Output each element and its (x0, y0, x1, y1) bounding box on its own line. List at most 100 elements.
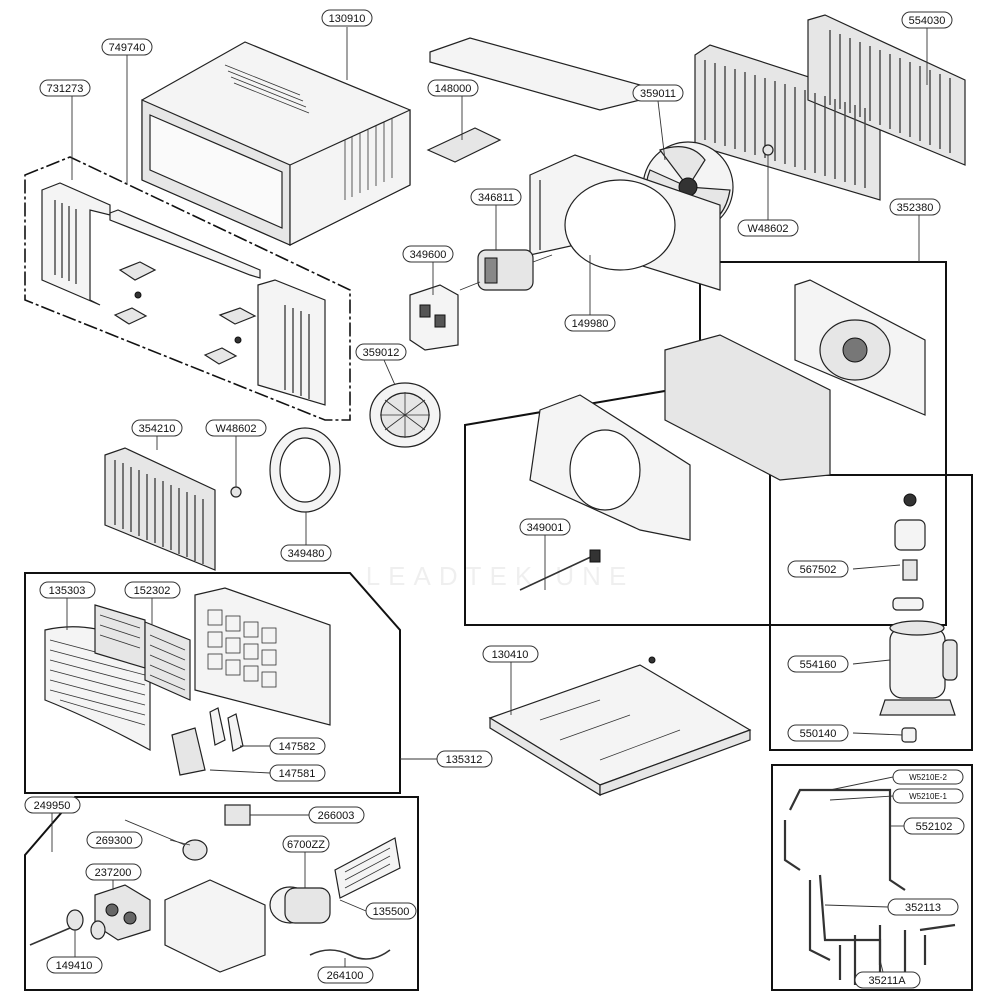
svg-text:6700ZZ: 6700ZZ (287, 839, 325, 851)
svg-text:237200: 237200 (95, 867, 132, 879)
svg-text:152302: 152302 (134, 585, 171, 597)
part-label-352380: 352380 (889, 198, 941, 216)
svg-text:130910: 130910 (329, 13, 366, 25)
svg-text:266003: 266003 (318, 810, 355, 822)
orifice-ring-part (269, 427, 341, 513)
part-label-w5210e-2: W5210E-2 (892, 769, 964, 785)
part-label-135500: 135500 (365, 902, 417, 920)
svg-text:148000: 148000 (435, 83, 472, 95)
motor-mount-part (409, 284, 459, 351)
blower-wheel-part (369, 382, 441, 448)
svg-text:149410: 149410 (56, 960, 93, 972)
svg-text:359012: 359012 (363, 347, 400, 359)
front-grille-group-box (24, 572, 401, 794)
svg-text:147581: 147581 (279, 768, 316, 780)
svg-text:349600: 349600 (410, 249, 447, 261)
part-label-749740: 749740 (101, 38, 153, 56)
control-box-part (29, 804, 401, 973)
louver-part (171, 707, 244, 776)
part-label-249950: 249950 (24, 796, 81, 814)
part-label-35211a: 35211A (854, 971, 921, 989)
motor-part (459, 249, 553, 291)
base-pan-part (488, 656, 752, 797)
part-label-w48602-a: W48602 (737, 219, 799, 237)
part-label-349480: 349480 (280, 544, 332, 562)
bracket-part (426, 37, 641, 163)
cabinet-part (141, 41, 411, 246)
svg-text:269300: 269300 (96, 835, 133, 847)
svg-text:W5210E-1: W5210E-1 (909, 792, 947, 801)
part-label-359011: 359011 (632, 84, 684, 102)
svg-text:35211A: 35211A (868, 975, 906, 987)
grille-frame-group-box (24, 156, 351, 421)
svg-text:567502: 567502 (800, 564, 837, 576)
part-label-349600: 349600 (402, 245, 454, 263)
evaporator-shroud-part (529, 279, 926, 541)
svg-text:352113: 352113 (905, 902, 941, 914)
part-label-148000: 148000 (427, 79, 479, 97)
part-label-731273: 731273 (39, 79, 91, 97)
svg-text:550140: 550140 (800, 728, 837, 740)
svg-text:554160: 554160 (800, 659, 837, 671)
part-label-147581: 147581 (269, 764, 326, 782)
svg-text:W48602: W48602 (216, 423, 257, 435)
part-label-130410: 130410 (482, 645, 539, 663)
svg-text:749740: 749740 (109, 42, 146, 54)
part-label-349001: 349001 (519, 518, 571, 536)
part-label-550140: 550140 (787, 724, 849, 742)
part-label-567502: 567502 (787, 560, 849, 578)
svg-text:135303: 135303 (49, 585, 86, 597)
leader-lines (51, 27, 928, 973)
air-filter-part (94, 604, 191, 701)
part-label-359012: 359012 (355, 343, 407, 361)
evaporator-coil-part (104, 447, 242, 571)
svg-text:354210: 354210 (139, 423, 176, 435)
svg-text:731273: 731273 (47, 83, 84, 95)
svg-text:W5210E-2: W5210E-2 (909, 773, 947, 782)
part-label-w5210e-1: W5210E-1 (892, 788, 964, 804)
svg-text:352380: 352380 (897, 202, 934, 214)
part-label-135303: 135303 (39, 581, 96, 599)
part-label-w48602-b: W48602 (205, 419, 267, 437)
svg-text:346811: 346811 (478, 192, 514, 204)
part-label-149980: 149980 (564, 314, 616, 332)
part-label-554030: 554030 (901, 11, 953, 29)
svg-text:552102: 552102 (916, 821, 953, 833)
part-label-6700zz: 6700ZZ (282, 835, 330, 853)
part-label-152302: 152302 (124, 581, 181, 599)
part-label-554160: 554160 (787, 655, 849, 673)
svg-text:359011: 359011 (640, 88, 676, 100)
svg-text:130410: 130410 (492, 649, 529, 661)
svg-text:264100: 264100 (327, 970, 364, 982)
part-label-354210: 354210 (131, 419, 183, 437)
part-label-346811: 346811 (470, 188, 522, 206)
shroud-part (529, 154, 721, 291)
tubing-part (783, 788, 956, 985)
part-label-352113: 352113 (887, 898, 959, 916)
svg-text:249950: 249950 (34, 800, 71, 812)
side-curtain-frame-part (41, 182, 326, 406)
watermark: LEADTEK UNE (366, 561, 635, 591)
svg-text:135312: 135312 (446, 754, 483, 766)
svg-text:W48602: W48602 (748, 223, 789, 235)
part-label-130910: 130910 (321, 9, 373, 27)
svg-text:349001: 349001 (527, 522, 564, 534)
part-label-552102: 552102 (903, 817, 965, 835)
part-label-149410: 149410 (46, 956, 103, 974)
tubing-group-box (771, 764, 973, 991)
svg-text:349480: 349480 (288, 548, 325, 560)
inner-panel-part (194, 587, 331, 726)
thermistor-part (519, 549, 601, 591)
svg-text:149980: 149980 (572, 318, 609, 330)
compressor-group-box (769, 474, 973, 751)
svg-text:554030: 554030 (909, 15, 946, 27)
part-label-135312: 135312 (436, 750, 493, 768)
compressor-part (879, 493, 958, 743)
condenser-coil-part (694, 14, 966, 201)
part-label-264100: 264100 (317, 966, 374, 984)
svg-text:147582: 147582 (279, 741, 316, 753)
part-label-269300: 269300 (86, 831, 143, 849)
svg-text:135500: 135500 (373, 906, 410, 918)
